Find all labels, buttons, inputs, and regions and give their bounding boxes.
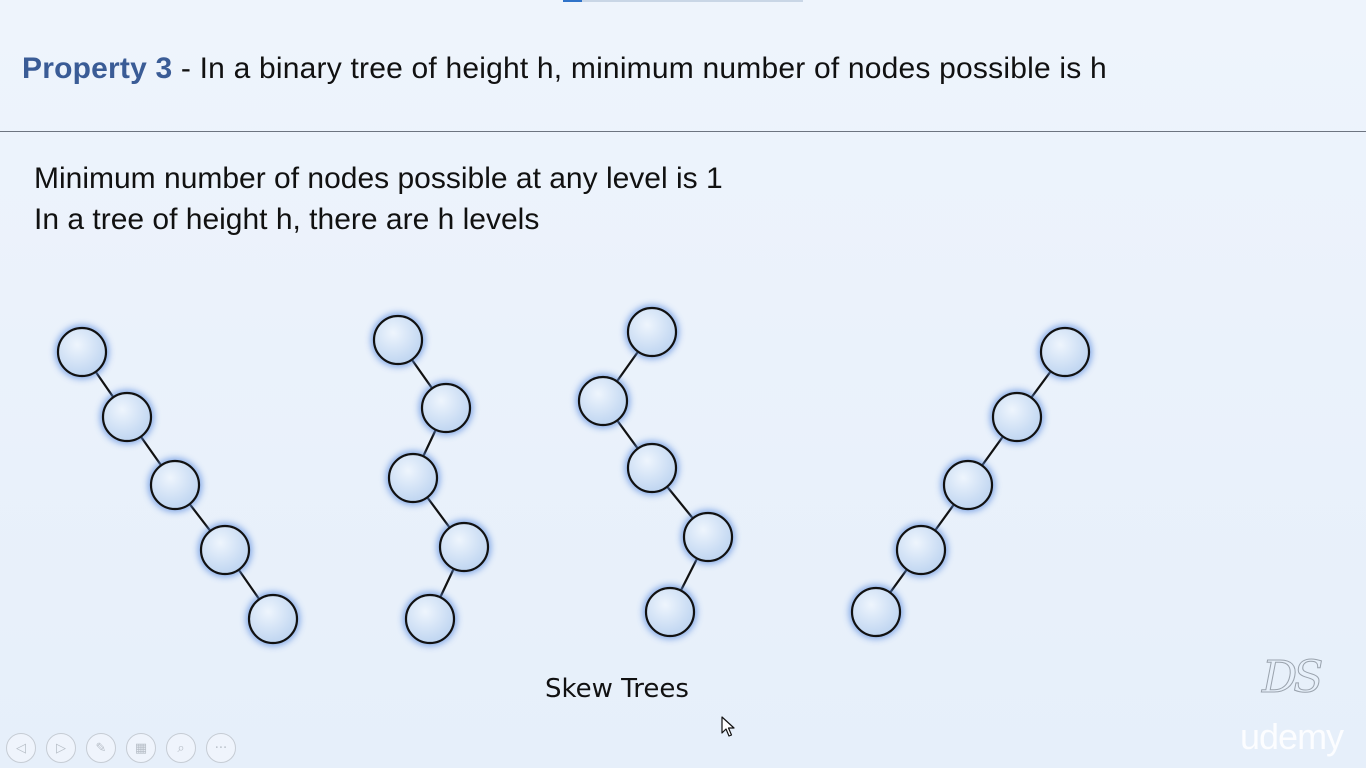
previous-slide-icon: ◁ <box>16 740 26 756</box>
next-slide-button[interactable]: ▷ <box>46 733 76 763</box>
body-line-2: In a tree of height h, there are h level… <box>34 203 540 236</box>
title-rest: - In a binary tree of height h, minimum … <box>172 52 1107 85</box>
previous-slide-button[interactable]: ◁ <box>6 733 36 763</box>
tree-1-node-3 <box>148 458 202 512</box>
tree-nodes <box>55 305 1092 646</box>
diagram-caption: Skew Trees <box>545 674 689 704</box>
pen-tool-icon: ✎ <box>95 740 107 756</box>
next-slide-icon: ▷ <box>56 740 66 756</box>
slide-progress-bar <box>563 0 803 2</box>
slide-progress-fill <box>563 0 583 2</box>
tree-1-node-2 <box>100 390 154 444</box>
slide-overview-button[interactable]: ▦ <box>126 733 156 763</box>
presentation-controls: ◁ ▷ ✎ ▦ ⌕ ··· <box>6 733 236 763</box>
tree-1-node-4 <box>198 523 252 577</box>
more-options-icon: ··· <box>214 740 228 756</box>
more-options-button[interactable]: ··· <box>206 733 236 763</box>
tree-4-node-2 <box>990 390 1044 444</box>
tree-2-node-4 <box>437 520 491 574</box>
ds-logo-watermark: DS <box>1261 652 1323 704</box>
slide-title: Property 3 - In a binary tree of height … <box>22 52 1107 86</box>
tree-4-node-3 <box>941 458 995 512</box>
tree-2-node-1 <box>371 313 425 367</box>
mouse-cursor-icon <box>721 716 735 737</box>
tree-2-node-2 <box>419 381 473 435</box>
tree-2-node-5 <box>403 592 457 646</box>
zoom-icon: ⌕ <box>177 740 185 756</box>
tree-3-node-1 <box>625 305 679 359</box>
title-accent: Property 3 <box>22 52 173 85</box>
pen-tool-button[interactable]: ✎ <box>86 733 116 763</box>
slide-overview-icon: ▦ <box>134 740 148 756</box>
udemy-watermark: udemy <box>1240 716 1344 757</box>
title-divider <box>0 131 1366 132</box>
tree-3-node-4 <box>681 510 735 564</box>
tree-3-node-2 <box>576 374 630 428</box>
tree-3-node-3 <box>625 441 679 495</box>
body-line-1: Minimum number of nodes possible at any … <box>34 162 723 195</box>
zoom-button[interactable]: ⌕ <box>166 733 196 763</box>
tree-4-node-4 <box>894 523 948 577</box>
tree-1-node-5 <box>246 592 300 646</box>
tree-4-node-1 <box>1038 325 1092 379</box>
tree-3-node-5 <box>643 585 697 639</box>
tree-4-node-5 <box>849 585 903 639</box>
tree-1-node-1 <box>55 325 109 379</box>
tree-2-node-3 <box>386 451 440 505</box>
